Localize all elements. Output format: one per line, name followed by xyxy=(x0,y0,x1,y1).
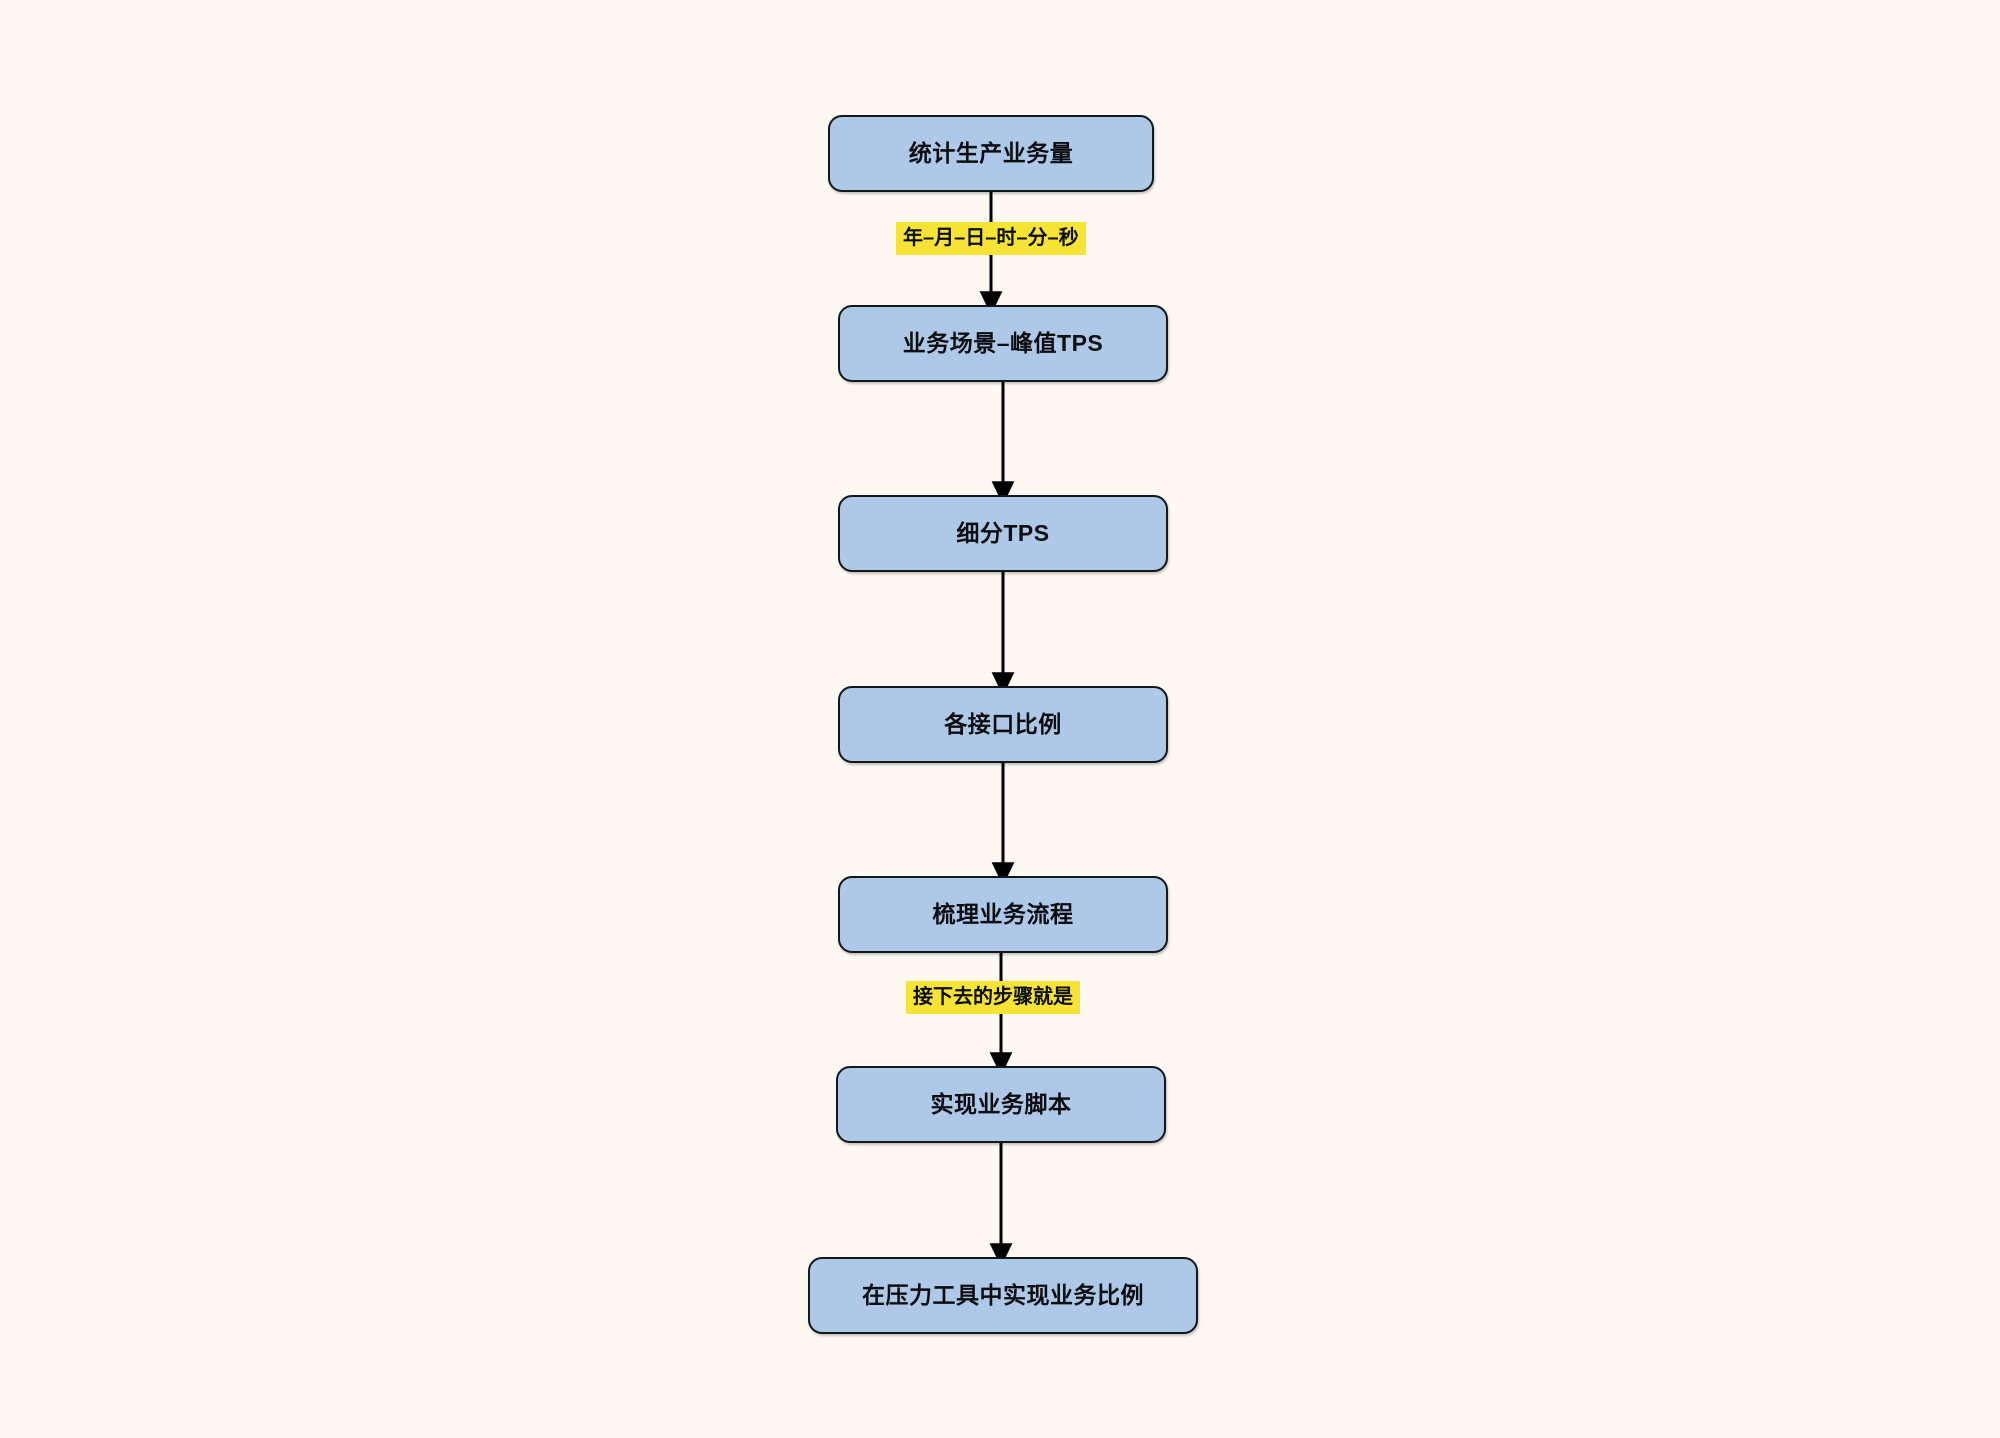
flow-node-n7[interactable]: 在压力工具中实现业务比例 xyxy=(808,1257,1198,1334)
flow-node-n1[interactable]: 统计生产业务量 xyxy=(828,115,1154,192)
flow-node-label: 各接口比例 xyxy=(944,711,1062,737)
flow-node-label: 实现业务脚本 xyxy=(930,1091,1072,1117)
flow-node-label: 业务场景–峰值TPS xyxy=(902,330,1104,356)
flow-node-label: 在压力工具中实现业务比例 xyxy=(862,1282,1144,1308)
flow-node-label: 细分TPS xyxy=(956,520,1050,546)
flow-node-n4[interactable]: 各接口比例 xyxy=(838,686,1168,763)
flow-node-label: 统计生产业务量 xyxy=(908,140,1074,166)
flow-node-n2[interactable]: 业务场景–峰值TPS xyxy=(838,305,1168,382)
flow-node-n5[interactable]: 梳理业务流程 xyxy=(838,876,1168,953)
flow-node-n6[interactable]: 实现业务脚本 xyxy=(836,1066,1166,1143)
flow-node-n3[interactable]: 细分TPS xyxy=(838,495,1168,572)
flow-edge-label-e5: 接下去的步骤就是 xyxy=(906,981,1080,1014)
flow-node-label: 梳理业务流程 xyxy=(932,901,1074,927)
flow-edge-label-e1: 年–月–日–时–分–秒 xyxy=(896,222,1086,255)
